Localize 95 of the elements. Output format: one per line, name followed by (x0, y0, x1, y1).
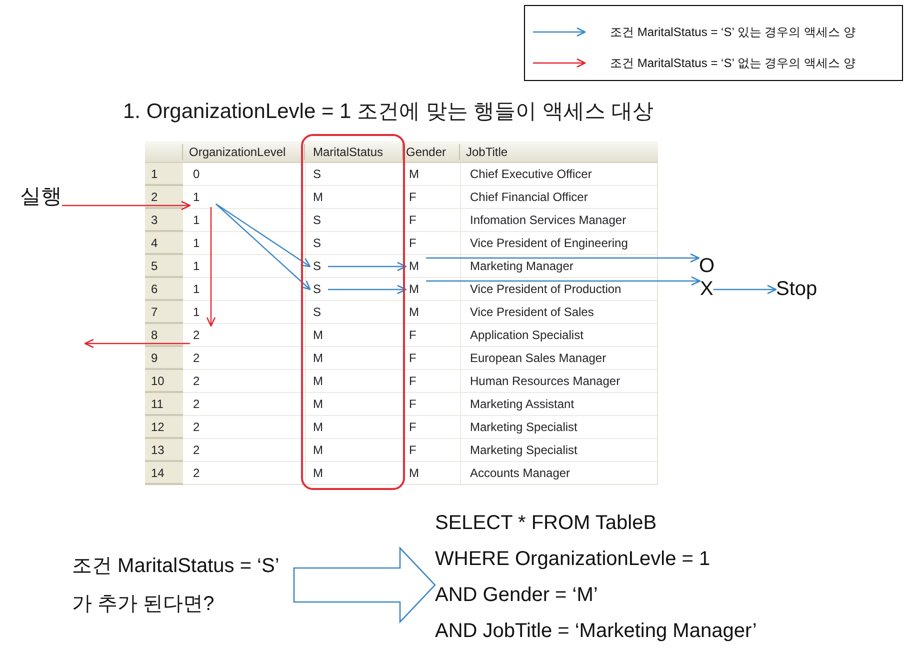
job-title: Application Specialist (470, 329, 584, 342)
row-number: 7 (151, 306, 158, 319)
status-value: M (313, 444, 323, 457)
row-number: 4 (151, 237, 158, 250)
status-value: S (313, 237, 322, 250)
job-title: Vice President of Engineering (470, 237, 628, 250)
arrow (216, 204, 311, 268)
row-number: 3 (151, 214, 158, 227)
status-value: S (313, 306, 322, 319)
row-number: 13 (151, 444, 164, 457)
arrow (84, 338, 190, 348)
job-title: Marketing Manager (470, 260, 574, 273)
status-value: M (313, 398, 323, 411)
gender-value: F (409, 444, 416, 457)
status-value: S (310, 280, 328, 299)
gender-value: M (409, 467, 419, 480)
level-value: 2 (193, 421, 200, 434)
status-value: M (313, 421, 323, 434)
job-title: Vice President of Sales (470, 306, 594, 319)
row-number: 14 (151, 467, 164, 480)
job-title: Chief Executive Officer (470, 168, 592, 181)
level-value: 1 (193, 260, 200, 273)
row-number: 10 (151, 375, 164, 388)
level-value: 2 (190, 326, 216, 345)
row-number: 1 (151, 168, 158, 181)
gender-value: F (409, 214, 416, 227)
level-value: 1 (193, 237, 200, 250)
gender-value: F (409, 191, 416, 204)
arrow (713, 284, 777, 294)
gender-value: F (409, 237, 416, 250)
job-title: Accounts Manager (470, 467, 570, 480)
status-value: M (313, 375, 323, 388)
level-value: 0 (193, 168, 200, 181)
arrow (328, 284, 407, 294)
status-value: M (313, 191, 323, 204)
gender-value: F (409, 329, 416, 342)
level-value: 2 (193, 375, 200, 388)
gender-value: F (409, 375, 416, 388)
gender-value: M (409, 306, 419, 319)
status-value: M (313, 352, 323, 365)
job-title: Marketing Assistant (470, 398, 574, 411)
legend-label: 조건 MaritalStatus = ‘S’ 없는 경우의 액세스 양 (610, 56, 856, 70)
job-title: Marketing Specialist (470, 444, 578, 457)
arrow (62, 200, 191, 210)
row-number: 5 (151, 260, 158, 273)
level-value: 1 (190, 188, 216, 207)
sql-query: SELECT * FROM TableB WHERE OrganizationLevle = 1 AND Gender = ‘M’ AND JobTitle = ‘Marketing Manager’ (435, 505, 757, 649)
arrow (426, 253, 700, 263)
gender-value: M (406, 257, 426, 276)
status-value: M (313, 329, 323, 342)
column-header: OrganizationLevel (189, 146, 286, 159)
level-value: 2 (193, 398, 200, 411)
row-number: 6 (151, 283, 158, 296)
row-number: 11 (151, 398, 164, 411)
job-title: European Sales Manager (470, 352, 606, 365)
job-title: Vice President of Production (470, 283, 622, 296)
column-header: Gender (406, 146, 446, 159)
status-value: S (310, 257, 328, 276)
row-number: 8 (151, 329, 158, 342)
column-header: JobTitle (466, 146, 508, 159)
job-title: Infomation Services Manager (470, 214, 626, 227)
gender-value: F (409, 398, 416, 411)
result-mark: O (699, 255, 715, 278)
level-value: 2 (193, 467, 200, 480)
level-value: 2 (193, 444, 200, 457)
legend-label: 조건 MaritalStatus = ‘S’ 있는 경우의 액세스 양 (610, 25, 856, 39)
row-number: 12 (151, 421, 164, 434)
arrow (426, 276, 701, 286)
column-header: MaritalStatus (313, 146, 384, 159)
level-value: 1 (193, 306, 200, 319)
arrow (206, 207, 216, 327)
stop-label: Stop (776, 278, 818, 301)
highlight-frame (301, 134, 405, 490)
job-title: Marketing Specialist (470, 421, 578, 434)
arrow (328, 262, 407, 272)
job-title: Chief Financial Officer (470, 191, 588, 204)
page-title: 1. OrganizationLevle = 1 조건에 맞는 행들이 액세스 대상 (123, 99, 654, 125)
status-value: M (313, 467, 323, 480)
status-value: S (313, 168, 322, 181)
arrow (216, 204, 311, 290)
gender-value: M (409, 168, 419, 181)
level-value: 1 (193, 283, 200, 296)
row-number: 2 (151, 191, 158, 204)
gender-value: F (409, 352, 416, 365)
level-value: 2 (193, 352, 200, 365)
block-arrow (293, 546, 436, 624)
status-value: S (313, 214, 322, 227)
start-label: 실행 (20, 185, 62, 209)
level-value: 1 (193, 214, 200, 227)
gender-value: F (409, 421, 416, 434)
job-title: Human Resources Manager (470, 375, 620, 388)
gender-value: M (406, 280, 426, 299)
result-mark: X (700, 278, 714, 301)
row-number: 9 (151, 352, 158, 365)
question-text: 조건 MaritalStatus = ‘S’ 가 추가 된다면? (72, 547, 294, 623)
